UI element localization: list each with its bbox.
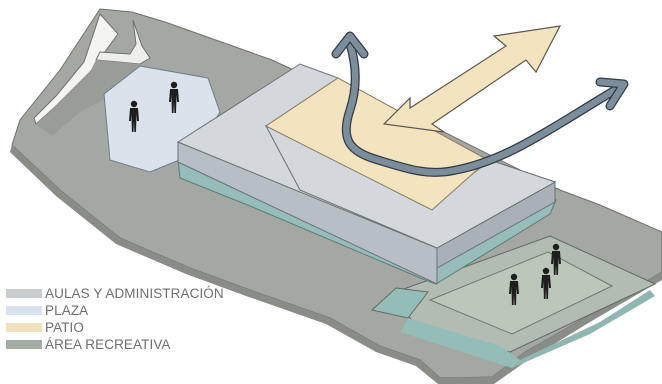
legend-item-patio: PATIO [6, 319, 224, 336]
legend-label: ÁREA RECREATIVA [45, 337, 171, 352]
legend-swatch [6, 340, 42, 349]
legend-label: AULAS Y ADMINISTRACIÓN [45, 286, 224, 301]
legend-swatch [6, 306, 42, 315]
legend-label: PATIO [45, 320, 85, 335]
legend-item-recreativa: ÁREA RECREATIVA [6, 336, 224, 353]
double-arrow-icon [382, 25, 562, 133]
recreation-zone [370, 235, 657, 368]
legend-swatch [6, 289, 42, 298]
legend: AULAS Y ADMINISTRACIÓN PLAZA PATIO ÁREA … [6, 285, 224, 353]
legend-label: PLAZA [45, 303, 89, 318]
legend-swatch [6, 323, 42, 332]
legend-item-aulas: AULAS Y ADMINISTRACIÓN [6, 285, 224, 302]
legend-item-plaza: PLAZA [6, 302, 224, 319]
flow-arrow-icon [331, 31, 629, 177]
